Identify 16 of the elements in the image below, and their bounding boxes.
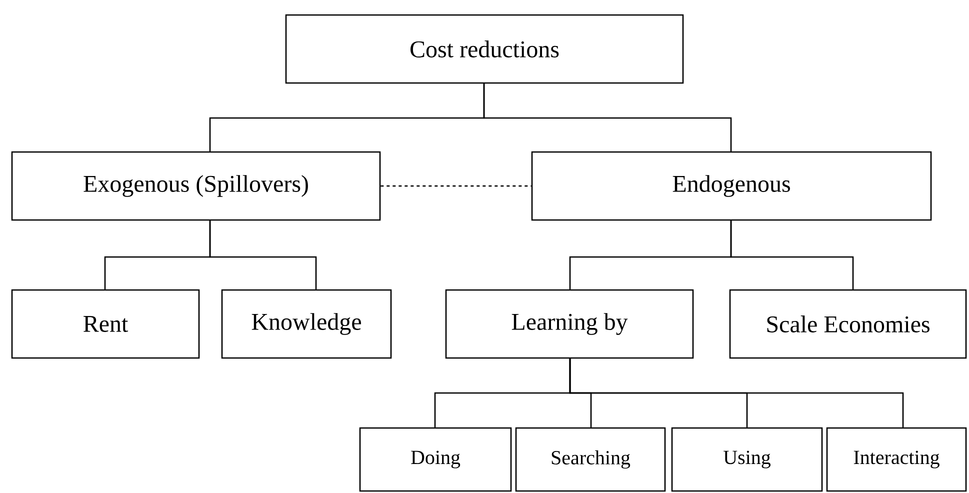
text-box: Doing: [359, 427, 512, 492]
text-box: Interacting: [826, 427, 967, 492]
text-box: Endogenous: [531, 151, 932, 221]
text-box: Knowledge: [221, 289, 392, 359]
text-box: Searching: [515, 427, 666, 492]
connector-line: [483, 83, 732, 152]
text-box: Learning by: [445, 289, 694, 359]
connector-line: [380, 185, 532, 187]
text-box: Scale Economies: [729, 289, 967, 359]
connector-line: [569, 358, 904, 428]
text-box: Cost reductions: [285, 14, 684, 84]
connector-line: [209, 220, 317, 290]
text-box: Using: [671, 427, 823, 492]
text-box: Exogenous (Spillovers): [11, 151, 381, 221]
text-box: Rent: [11, 289, 200, 359]
connector-line: [730, 220, 854, 290]
